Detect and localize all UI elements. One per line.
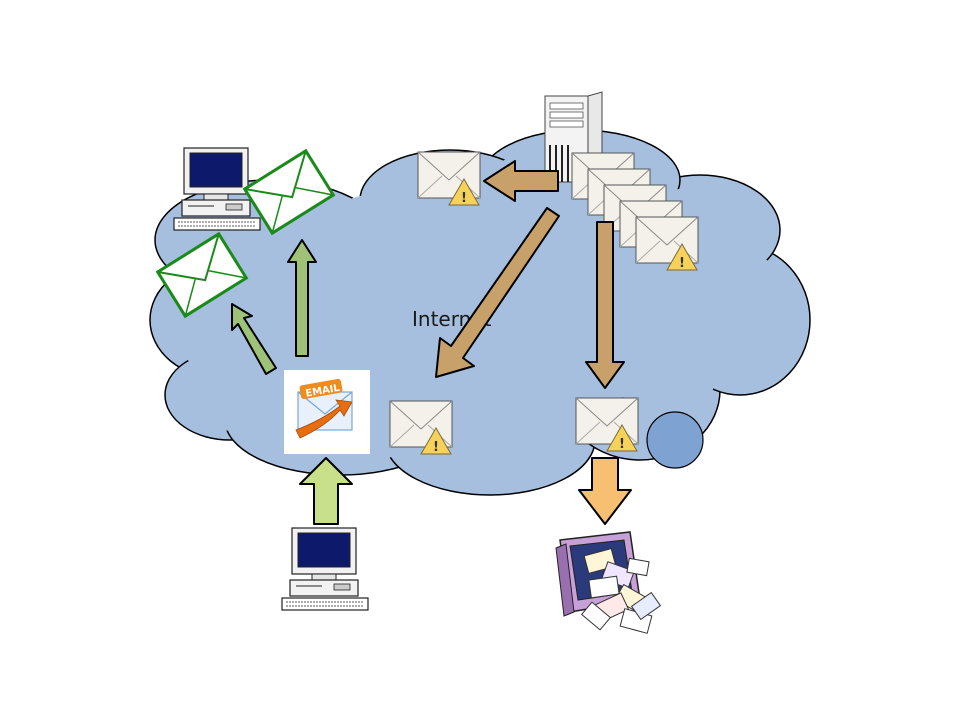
arrow-up-delivery <box>287 239 317 357</box>
arrow-to-middle-envelope <box>435 207 560 378</box>
arrow-to-top-envelope <box>483 160 559 202</box>
send-arrow <box>299 457 353 525</box>
desktop-computer-icon <box>281 527 369 611</box>
delivery-arrows <box>231 239 317 375</box>
email-send-badge-icon: EMAIL <box>284 370 370 454</box>
spam-overflow-computer-icon <box>555 531 662 634</box>
warning-envelope-icon <box>417 151 481 207</box>
spam-distribution-arrows <box>435 160 625 389</box>
arrow-to-bottom-envelope <box>585 221 625 389</box>
arrow-diagonal-delivery <box>231 303 277 375</box>
warning-envelope-icon <box>389 400 453 456</box>
warning-envelope-icon <box>575 397 639 453</box>
arrow-to-recipient <box>578 457 632 525</box>
